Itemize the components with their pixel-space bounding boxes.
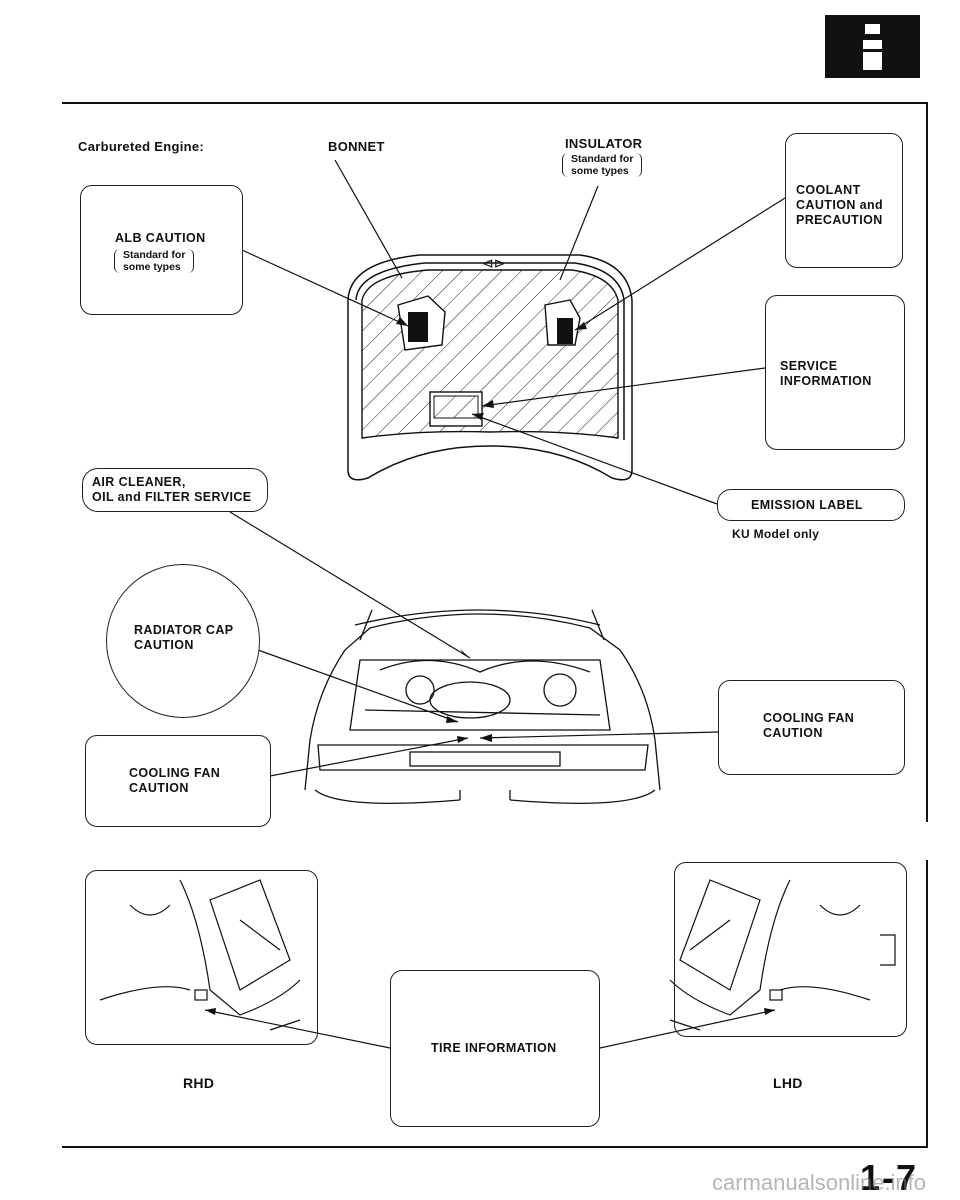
alb-note-line-2: some types: [123, 261, 181, 273]
lhd-illustration-frame: [674, 862, 907, 1037]
bumper: [317, 744, 649, 771]
insulator-note-line-1: Standard for: [571, 153, 634, 165]
alb-caution-note: Standard for some types: [114, 249, 195, 273]
service-label-marker: [433, 395, 479, 419]
cooling-fan-caution-label-right: COOLING FAN CAUTION: [763, 711, 855, 740]
right-frame-line-lower: [926, 860, 928, 1147]
rhd-illustration-frame: [85, 870, 318, 1045]
car-front-outline: [304, 613, 661, 791]
coolant-caution-box: COOLANT CAUTION and PRECAUTION: [785, 133, 903, 268]
emission-label-box: EMISSION LABEL: [717, 489, 905, 521]
cooling-fan-caution-box-right: COOLING FAN CAUTION: [718, 680, 905, 775]
page-number: 1-7: [860, 1157, 919, 1198]
insulator-note-line-2: some types: [571, 165, 629, 177]
tire-information-box: TIRE INFORMATION: [390, 970, 600, 1127]
service-information-box: SERVICE INFORMATION: [765, 295, 905, 450]
rhd-caption: RHD: [183, 1075, 215, 1091]
engine-type-label: Carbureted Engine:: [78, 139, 205, 154]
alb-note-line-1: Standard for: [123, 249, 186, 261]
radiator-cap-caution-circle: RADIATOR CAP CAUTION: [106, 564, 260, 718]
watermark: carmanualsonline.info: [712, 1170, 927, 1195]
cooling-fan-caution-box-left: COOLING FAN CAUTION: [85, 735, 271, 827]
bonnet-inner-edge: [355, 262, 625, 440]
section-info-tab: [825, 15, 920, 78]
ku-model-note: KU Model only: [732, 527, 820, 541]
air-cleaner-box: AIR CLEANER, OIL and FILTER SERVICE: [82, 468, 268, 512]
insulator-label: INSULATOR: [565, 136, 643, 151]
hood-open-edge: [354, 609, 601, 626]
grille: [409, 751, 561, 767]
info-icon: [862, 24, 883, 70]
engine-block: [349, 659, 611, 731]
bonnet-outline: [347, 254, 633, 481]
coolant-caution-label: COOLANT CAUTION and PRECAUTION: [796, 183, 884, 227]
emission-label-text: EMISSION LABEL: [751, 498, 863, 512]
cooling-fan-caution-label-left: COOLING FAN CAUTION: [129, 766, 221, 795]
lhd-caption: LHD: [773, 1075, 803, 1091]
bonnet-label: BONNET: [328, 139, 385, 154]
footer-rule: [62, 1146, 928, 1148]
air-cleaner-label: AIR CLEANER, OIL and FILTER SERVICE: [92, 475, 252, 504]
header-rule: [62, 102, 928, 104]
alb-label-marker: [408, 312, 428, 342]
insulator-area: [361, 269, 619, 439]
right-frame-line: [926, 102, 928, 822]
radiator-cap-caution-label: RADIATOR CAP CAUTION: [134, 623, 234, 652]
alb-caution-title: ALB CAUTION: [115, 231, 206, 245]
insulator-note: Standard for some types: [562, 153, 643, 177]
alb-caution-box: ALB CAUTION Standard for some types: [80, 185, 243, 315]
hood-prop-symbol: ⊲⊳: [482, 256, 505, 272]
service-information-label: SERVICE INFORMATION: [780, 359, 872, 388]
coolant-label-marker: [557, 318, 573, 344]
tire-information-label: TIRE INFORMATION: [431, 1041, 557, 1055]
